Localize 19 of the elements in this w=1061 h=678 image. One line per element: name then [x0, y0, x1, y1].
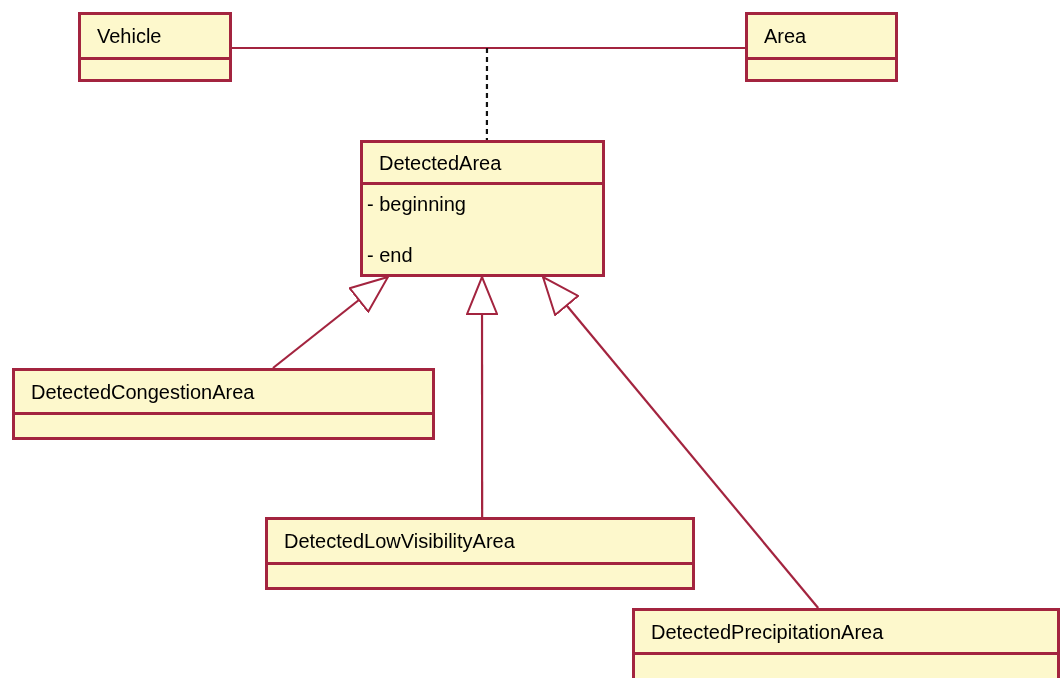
attribute-text: - beginning: [367, 192, 467, 217]
attribute-text: - end: [367, 243, 414, 268]
class-name: DetectedCongestionArea: [31, 379, 255, 405]
class-box: [12, 368, 435, 440]
association-line: [232, 46, 745, 50]
class-name: Vehicle: [97, 24, 162, 49]
class-box: [265, 517, 695, 590]
generalization-arrow: [272, 276, 389, 369]
class-box: [745, 12, 898, 82]
class-box: [632, 608, 1060, 678]
generalization-arrow: [466, 276, 499, 517]
class-name: DetectedLowVisibilityArea: [284, 529, 515, 554]
class-name: DetectedPrecipitationArea: [651, 619, 884, 645]
generalization-arrow: [542, 276, 820, 609]
class-box: [78, 12, 232, 82]
class-name: Area: [764, 24, 807, 49]
class-box: [360, 140, 605, 277]
class-name: DetectedArea: [379, 150, 502, 176]
dashed-line: [485, 48, 489, 140]
